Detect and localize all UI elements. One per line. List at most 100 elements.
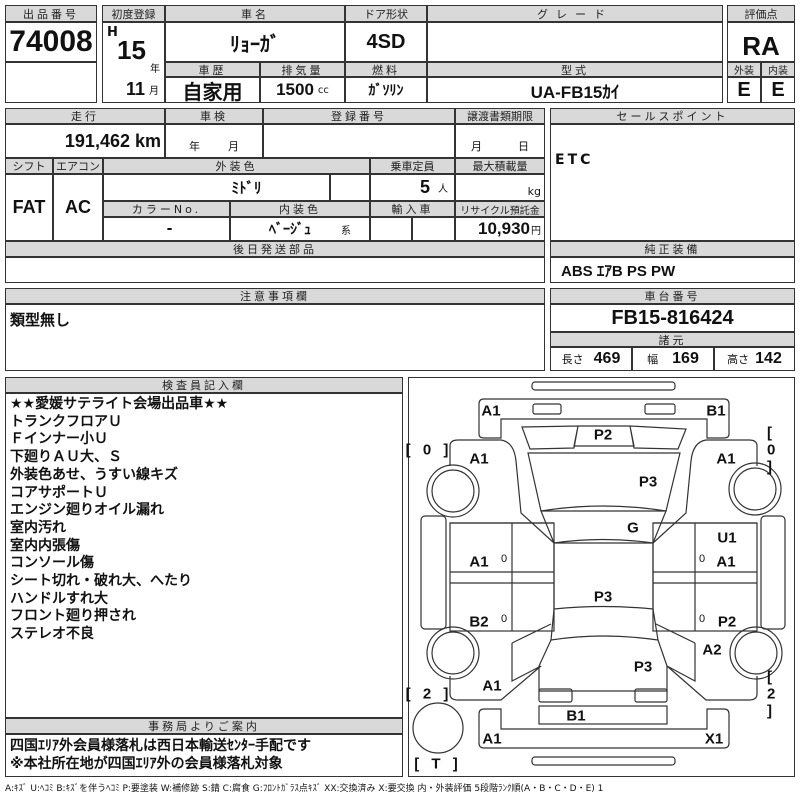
inspection-label: 車検 [165,108,263,124]
tire-tread-mark: [ 0 ] [767,424,780,476]
office-lines: 四国ｴﾘｱ外会員様落札は西日本輸送ｾﾝﾀｰ手配です ※本社所在地が四国ｴﾘｱ外の… [10,738,311,773]
lot-number: 74008 [5,22,97,62]
interior-score: E [761,77,795,103]
damage-mark: A2 [702,641,722,659]
tire-tread-mark: [ 2 ] [405,685,453,703]
office-notes: 四国ｴﾘｱ外会員様落札は西日本輸送ｾﾝﾀｰ手配です ※本社所在地が四国ｴﾘｱ外の… [5,734,403,777]
side-skirt-left [420,515,447,630]
taillight-left [538,688,573,703]
inspection-date: 年月 [165,124,263,158]
era: H [107,25,118,40]
recycle-unit: 円 [531,225,541,237]
displacement-value: 1500 [276,80,314,99]
damage-mark: P2 [593,426,613,444]
damage-mark: B1 [706,402,726,420]
inspector-line: ハンドルすれ大 [10,590,108,607]
color-no: - [103,217,230,241]
tire-tread-mark: [ 2 ] [767,668,780,720]
damage-mark: U1 [717,529,737,547]
front-fender-left [449,439,555,544]
shift: FAT [5,174,53,241]
windshield [540,505,667,544]
caution-label: 注意事項欄 [5,288,545,304]
tire-tread-mark: [ 0 ] [405,441,453,459]
door-label: ドア形状 [345,5,427,22]
chassis-number: FB15-816424 [550,304,795,332]
transfer-date: 月日 [455,124,545,158]
recycle-value: 10,930 [478,219,530,238]
inspector-label: 検査員記入欄 [5,377,403,393]
front-bumper-bar [531,381,676,391]
fuel: ｶﾞｿﾘﾝ [345,77,427,103]
damage-mark: G [627,519,639,537]
color-label: 外装色 [103,158,370,174]
damage-mark: 0 [500,553,508,565]
year: 15 [117,35,146,65]
inspector-line: エンジン廻りオイル漏れ [10,502,164,519]
damage-mark: 0 [698,613,706,625]
recycle-label: リサイクル預託金 [455,201,545,217]
legend: A:ｷｽﾞ U:ﾍｺﾐ B:ｷｽﾞを伴うﾍｺﾐ P:要塗装 W:補修跡 S:錆 … [5,784,604,794]
doors-left [449,522,555,632]
year-unit: 年 [150,64,160,75]
rear-fender-right [655,623,758,701]
taillight-right [634,688,668,703]
damage-mark: A1 [716,450,736,468]
width-label: 幅 [647,353,659,366]
inspector-line: トランクフロアＵ [10,413,122,430]
damage-mark: P3 [593,588,613,606]
inspector-line: 室内汚れ [10,519,66,536]
shift-label: シフト [5,158,53,174]
inspector-line: 外装色あせ、うすい線キズ [10,466,178,483]
wheel-front-left [431,469,475,513]
capacity-label: 乗車定員 [370,158,455,174]
spare-tire [412,702,464,754]
car-outline [412,381,786,766]
grille [521,425,687,450]
later-parts [5,257,545,283]
rear-panel [538,705,668,725]
height-value: 142 [755,350,782,367]
first-reg-label: 初度登録 [102,5,165,22]
month-unit: 月 [471,140,482,153]
exterior-score: E [727,77,761,103]
year-unit: 年 [189,140,200,153]
office-line: 四国ｴﾘｱ外会員様落札は西日本輸送ｾﾝﾀｰ手配です [10,738,311,754]
caution: 類型無し [5,304,545,371]
interior-color-suffix: 系 [341,225,351,237]
damage-mark: 0 [698,553,706,565]
mileage-value: 191,462 [64,130,130,151]
spec-label: 諸元 [550,332,795,347]
history: 自家用 [165,77,260,103]
capacity-value: 5 [419,177,430,197]
tire-tread-mark: [ T ] [414,755,462,773]
transfer-label: 譲渡書類期限 [455,108,545,124]
score: RA [727,22,795,62]
damage-mark: A1 [469,553,489,571]
inspector-line: ステレオ不良 [10,626,94,643]
damage-mark: A1 [481,402,501,420]
ac-label: エアコン [53,158,103,174]
damage-mark: B2 [469,613,489,631]
wheel-rear-right [734,631,778,675]
blank-cell [5,62,97,103]
inspector-line: ★★愛媛サテライト会場出品車★★ [10,396,229,412]
door-type: 4SD [345,22,427,62]
rear-fender-left [449,623,552,701]
headlight-left [532,403,562,415]
reg-no [263,124,455,158]
inspector-line: フロント廻り押され [10,608,136,625]
wheel-rear-left [431,631,475,675]
capacity-unit: 人 [438,184,448,195]
inspector-line: 下廻りＡＵ大、Ｓ [10,449,122,466]
inspector-line: シート切れ・破れ大、へたり [10,573,192,590]
interior-label: 内装 [761,62,795,77]
damage-mark: B1 [566,707,586,725]
